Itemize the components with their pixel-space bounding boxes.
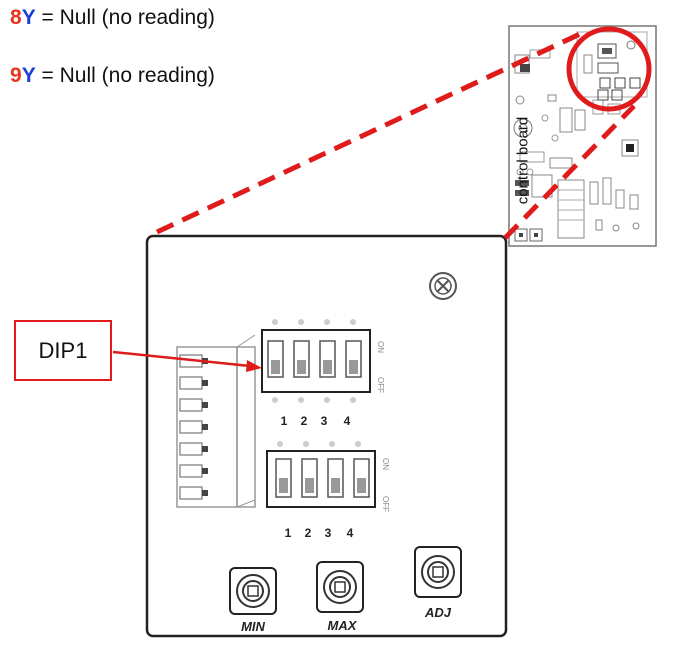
legend-number: 8 [10,6,22,29]
enlarged-board: ON OFF 1 2 3 4 [145,234,508,638]
dip2-position: 4 [347,526,354,540]
legend-line-8y: 8Y = Null (no reading) [10,6,215,30]
potentiometer-min: MIN [229,567,277,634]
pot-label-max: MAX [328,618,358,633]
legend-text: = Null (no reading) [35,6,215,29]
dip-switch-1: ON OFF 1 2 3 4 [261,319,385,428]
legend-number: 9 [10,64,22,87]
arrow-head-icon [246,360,262,372]
dip2-off-label: OFF [381,496,390,512]
dip2-position: 2 [305,526,312,540]
dip1-position: 4 [344,414,351,428]
dip1-off-label: OFF [376,377,385,393]
dip1-on-label: ON [376,341,385,353]
control-board-caption: control board [514,116,532,205]
dip-switch-2: ON OFF 1 2 3 4 [266,441,390,540]
highlight-circle [566,26,652,112]
dip2-position: 3 [325,526,332,540]
potentiometer-max: MAX [316,561,364,633]
callout-arrow-line [112,350,251,368]
dip2-position: 1 [285,526,292,540]
legend-line-9y: 9Y = Null (no reading) [10,64,215,88]
dip1-callout-label: DIP1 [38,337,88,363]
legend-letter: Y [21,6,36,29]
potentiometer-adj: ADJ [414,546,462,620]
legend-text: = Null (no reading) [35,64,215,87]
dip1-position: 3 [321,414,328,428]
dip1-position: 2 [301,414,308,428]
pot-label-min: MIN [241,619,265,634]
zoom-line-left [155,31,582,235]
legend-letter: Y [21,64,36,87]
dip1-position: 1 [281,414,288,428]
dip2-on-label: ON [381,458,390,470]
pot-label-adj: ADJ [424,605,452,620]
zoom-line-right [503,104,636,240]
side-connector [176,334,256,508]
screw-icon [429,272,457,300]
dip1-callout: DIP1 [14,320,112,381]
